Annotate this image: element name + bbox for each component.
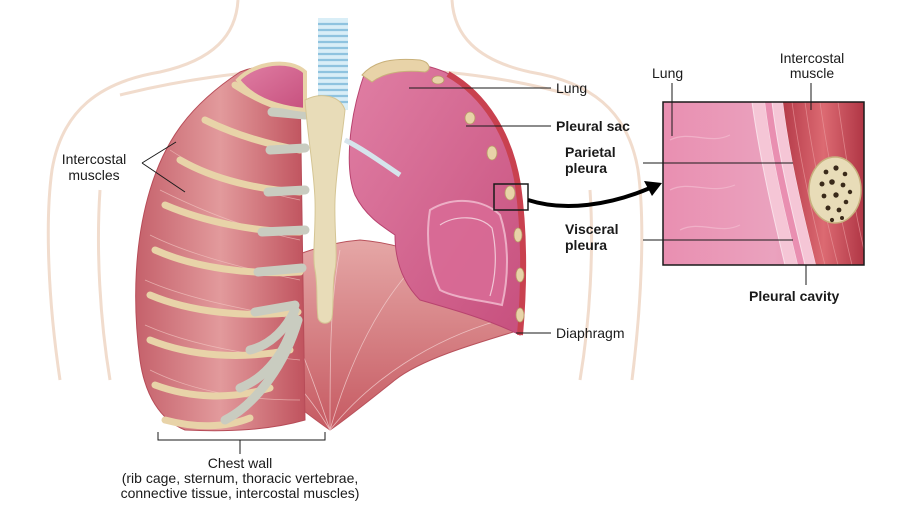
label-parietal-pleura-line2: pleura bbox=[565, 160, 608, 176]
zoom-arrowhead bbox=[644, 181, 662, 196]
label-pleural-cavity: Pleural cavity bbox=[749, 288, 840, 304]
label-visceral-pleura-line2: pleura bbox=[565, 237, 608, 253]
trachea bbox=[318, 18, 348, 110]
zoom-box bbox=[493, 183, 529, 211]
label-chest-wall-detail-line2: connective tissue, intercostal muscles) bbox=[120, 485, 360, 501]
label-intercostal-muscles-line1: Intercostal bbox=[61, 151, 127, 167]
inset-magnified-view bbox=[663, 102, 864, 265]
label-lung: Lung bbox=[556, 80, 588, 96]
label-inset-intercostal-muscle-line2: muscle bbox=[789, 65, 835, 81]
label-chest-wall: Chest wall bbox=[207, 455, 273, 471]
leader-lines bbox=[141, 83, 812, 454]
label-diaphragm: Diaphragm bbox=[556, 325, 625, 341]
inset-frame bbox=[662, 101, 865, 266]
right-lung bbox=[343, 62, 527, 336]
label-inset-intercostal-muscle-line1: Intercostal bbox=[779, 50, 845, 66]
label-chest-wall-detail-line1: (rib cage, sternum, thoracic vertebrae, bbox=[121, 470, 359, 486]
label-pleural-sac: Pleural sac bbox=[556, 118, 630, 134]
label-intercostal-muscles-line2: muscles bbox=[68, 167, 120, 183]
left-rib-cage bbox=[135, 66, 310, 432]
left-lung-apex bbox=[235, 61, 307, 113]
label-visceral-pleura-line1: Visceral bbox=[565, 221, 619, 237]
zoom-arrow bbox=[527, 186, 651, 208]
sternum bbox=[304, 95, 346, 324]
label-parietal-pleura-line1: Parietal bbox=[565, 144, 616, 160]
right-clavicle bbox=[361, 58, 430, 83]
label-inset-lung: Lung bbox=[652, 65, 684, 81]
